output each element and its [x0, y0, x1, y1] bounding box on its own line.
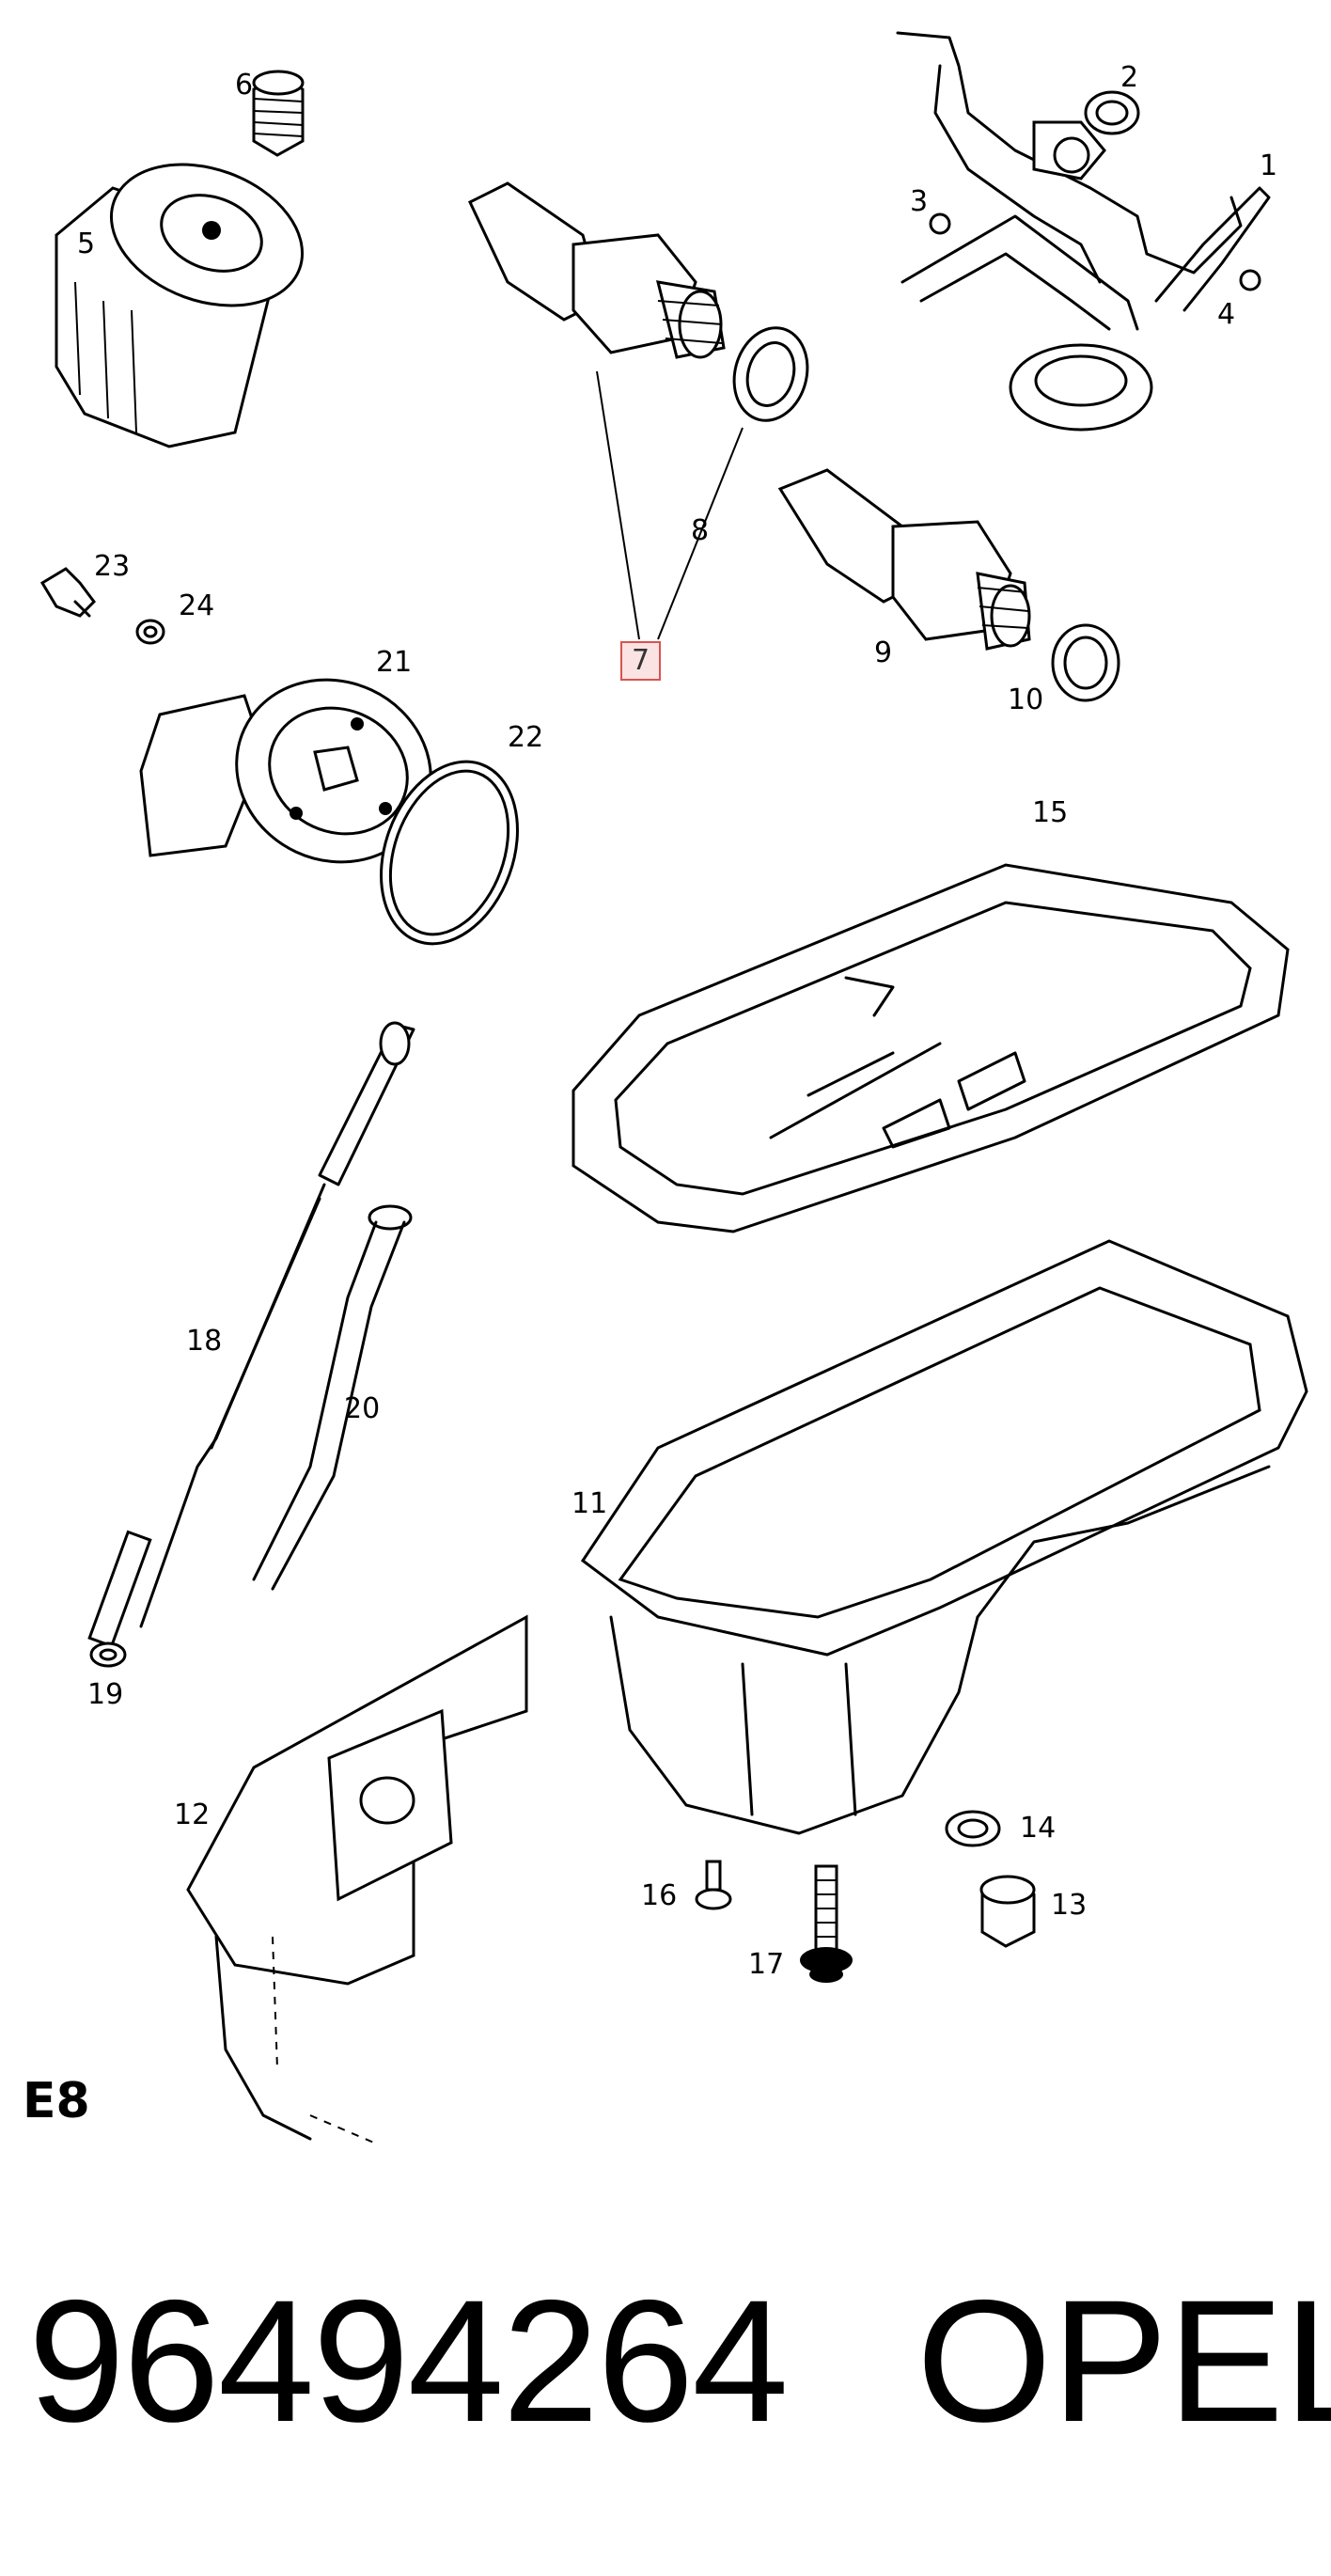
callout-8: 8 — [691, 514, 710, 547]
part-number: 96494264 — [28, 2265, 789, 2458]
callout-3: 3 — [910, 185, 929, 218]
part-12-oil-pan-lower — [186, 1614, 528, 2144]
callout-1: 1 — [1260, 149, 1278, 182]
part-24-washer — [135, 619, 165, 645]
callout-5: 5 — [77, 228, 96, 260]
callout-4: 4 — [1217, 298, 1236, 331]
callout-19: 19 — [87, 1678, 124, 1711]
part-5-oil-filter — [55, 163, 305, 448]
callout-13: 13 — [1051, 1889, 1088, 1922]
callout-17: 17 — [748, 1948, 785, 1981]
callout-15: 15 — [1032, 796, 1069, 829]
callout-2: 2 — [1120, 61, 1139, 94]
callout-16: 16 — [641, 1879, 678, 1912]
part-17-bolt — [800, 1864, 853, 1983]
callout-23: 23 — [94, 550, 131, 583]
callout-14: 14 — [1020, 1812, 1057, 1845]
part-1-4-oil-pickup — [896, 31, 1271, 432]
part-19-washer — [89, 1641, 127, 1668]
brand-name: OPEL — [916, 2265, 1331, 2458]
part-15-oil-pan-gasket — [572, 863, 1290, 1233]
callout-20: 20 — [344, 1392, 381, 1425]
callout-9: 9 — [874, 636, 893, 669]
part-14-washer — [945, 1810, 1001, 1847]
section-code: E8 — [23, 2073, 90, 2129]
callout-10: 10 — [1008, 683, 1044, 716]
callout-7-highlighted[interactable]: 7 — [620, 641, 662, 681]
callout-18: 18 — [186, 1325, 223, 1358]
part-21-oil-pump — [139, 678, 432, 864]
callout-12: 12 — [174, 1798, 211, 1831]
callout-6: 6 — [235, 69, 254, 102]
part-23-bolt — [39, 567, 96, 618]
part-8-washer — [657, 326, 809, 640]
part-22-o-ring — [380, 760, 519, 946]
part-2-gasket — [1084, 90, 1140, 135]
part-10-washer — [1051, 623, 1120, 702]
part-11-oil-pan — [580, 1239, 1308, 1835]
part-9-oil-pressure-switch — [777, 468, 1031, 651]
part-6-threaded-stud — [252, 70, 305, 157]
callout-24: 24 — [179, 589, 215, 622]
part-13-drain-plug — [979, 1875, 1036, 1948]
callout-21: 21 — [376, 646, 413, 679]
callout-22: 22 — [508, 721, 544, 754]
part-18-dipstick — [87, 1021, 415, 1648]
callout-11: 11 — [572, 1487, 608, 1520]
part-7-oil-pressure-switch — [468, 181, 726, 640]
parts-diagram — [39, 31, 1308, 2144]
part-16-bolt — [695, 1860, 732, 1910]
part-20-dipstick-tube — [252, 1204, 413, 1591]
